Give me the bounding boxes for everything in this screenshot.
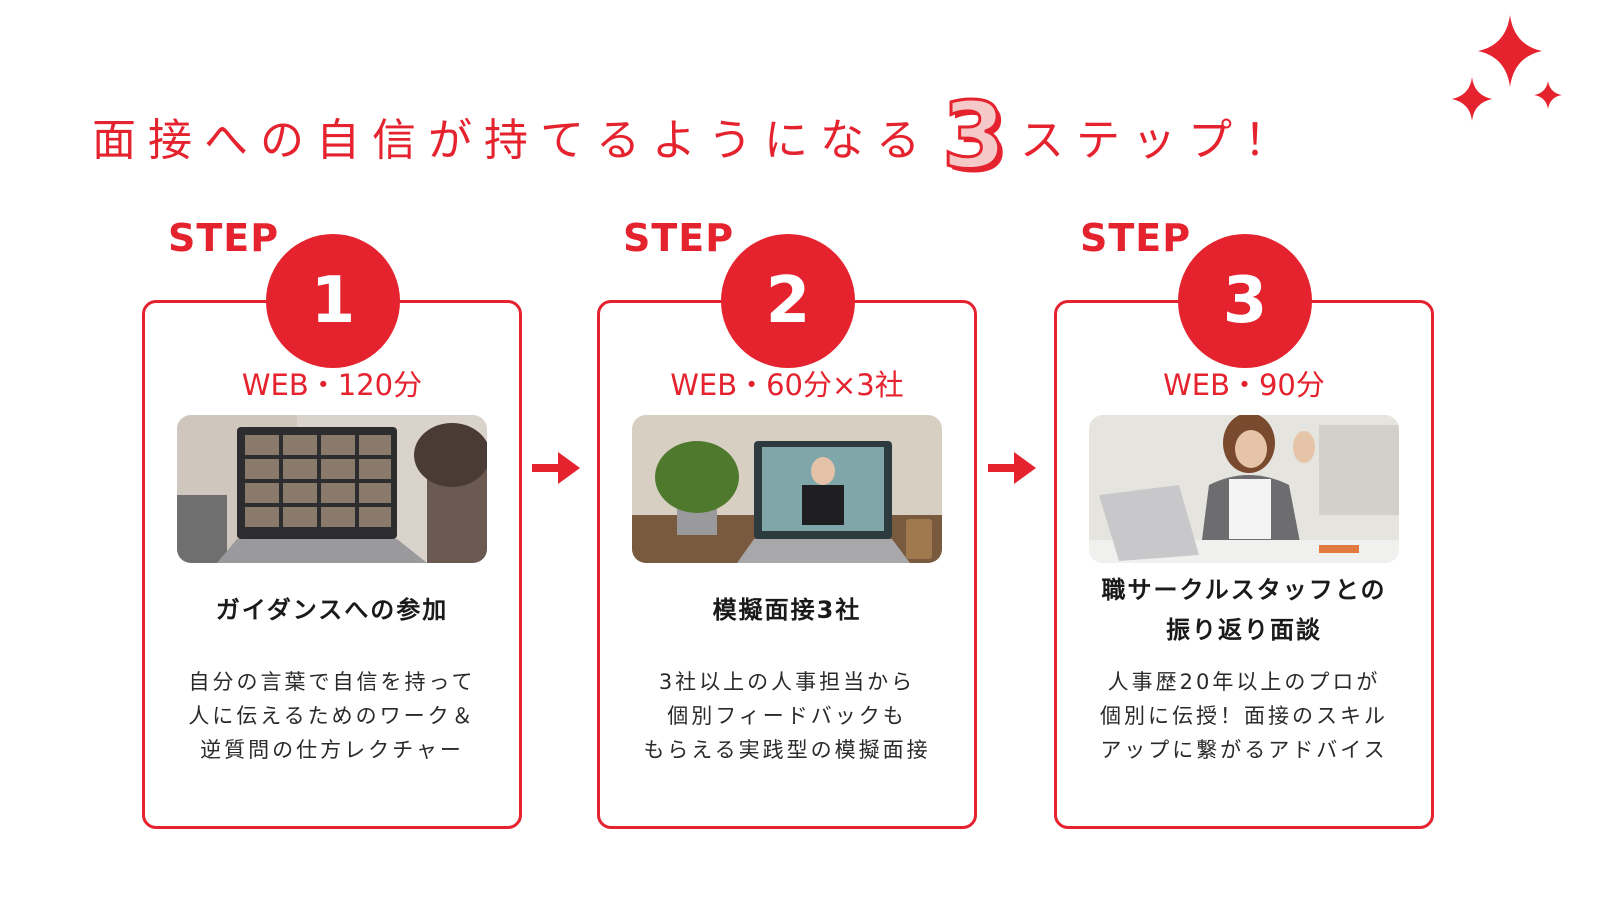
step-description: 人事歴20年以上のプロが 個別に伝授！面接のスキル アップに繋がるアドバイス — [1054, 665, 1434, 767]
step-card — [1054, 300, 1434, 829]
video-conference-laptop-photo — [177, 415, 487, 563]
description-line: アップに繋がるアドバイス — [1100, 738, 1388, 762]
session-info: WEB・120分 — [241, 368, 423, 402]
description-line: 3社以上の人事担当から — [658, 670, 916, 694]
description-line: 個別フィードバックも — [667, 704, 907, 728]
step-1: STEP 1 WEB・120分 ガイダンスへの参加 自分の言葉で自信を持って 人… — [142, 210, 522, 830]
page-title: 面接への自信が持てるようになる 3 ステップ！ — [92, 82, 1301, 189]
description-line: もらえる実践型の模擬面接 — [643, 738, 931, 762]
step-description: 自分の言葉で自信を持って 人に伝えるためのワーク＆ 逆質問の仕方レクチャー — [142, 665, 522, 767]
waving-woman-laptop-photo — [1089, 415, 1399, 563]
heading-line: 模擬面接3社 — [712, 596, 862, 624]
step-heading: ガイダンスへの参加 — [142, 590, 522, 630]
step-number-badge: 1 — [266, 234, 400, 368]
step-label: STEP — [623, 216, 735, 260]
description-line: 自分の言葉で自信を持って — [188, 670, 476, 694]
step-label: STEP — [168, 216, 280, 260]
arrow-right-icon — [988, 452, 1036, 484]
session-info: WEB・90分 — [1163, 368, 1325, 402]
heading-line: 職サークルスタッフとの — [1101, 576, 1387, 604]
description-line: 人事歴20年以上のプロが — [1107, 670, 1381, 694]
description-line: 個別に伝授！面接のスキル — [1100, 704, 1388, 728]
step-number-badge: 3 — [1178, 234, 1312, 368]
step-heading: 模擬面接3社 — [597, 590, 977, 630]
title-text-before: 面接への自信が持てるようになる — [92, 115, 932, 166]
step-heading: 職サークルスタッフとの 振り返り面談 — [1054, 570, 1434, 650]
step-3: STEP 3 WEB・90分 職サークルスタッフとの 振り返り面談 人事歴20年… — [1054, 210, 1434, 830]
step-number-badge: 2 — [721, 234, 855, 368]
heading-line: 振り返り面談 — [1166, 616, 1322, 644]
step-description: 3社以上の人事担当から 個別フィードバックも もらえる実践型の模擬面接 — [597, 665, 977, 767]
heading-line: ガイダンスへの参加 — [215, 596, 449, 624]
step-card — [142, 300, 522, 829]
step-label: STEP — [1080, 216, 1192, 260]
title-text-after: ステップ！ — [1020, 115, 1301, 166]
session-info: WEB・60分×3社 — [670, 368, 904, 402]
online-interview-laptop-photo — [632, 415, 942, 563]
step-2: STEP 2 WEB・60分×3社 模擬面接3社 3社以上の人事担当から 個別フ… — [597, 210, 977, 830]
sparkle-icon — [1452, 15, 1562, 121]
description-line: 人に伝えるためのワーク＆ — [188, 704, 476, 728]
title-number: 3 — [940, 82, 1007, 189]
description-line: 逆質問の仕方レクチャー — [200, 738, 464, 762]
arrow-right-icon — [532, 452, 580, 484]
